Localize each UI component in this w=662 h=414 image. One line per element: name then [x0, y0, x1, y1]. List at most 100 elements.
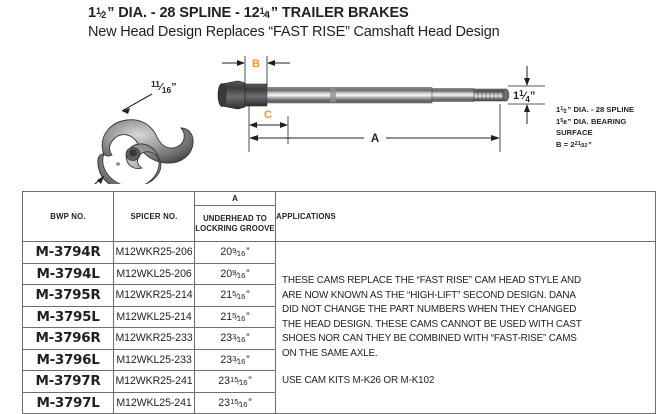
cell-spicer-no: M12WKL25-214 — [113, 305, 195, 328]
title-line-2: New Head Design Replaces “FAST RISE” Cam… — [88, 24, 500, 40]
callout-lower-arrow — [94, 175, 105, 184]
dim-whole: 23 — [218, 375, 230, 388]
apps-para1-line6: ON THE SAME AXLE. — [282, 347, 378, 359]
spec-note-surface: SURFACE — [556, 128, 593, 138]
callout-leader-line — [121, 93, 153, 112]
cell-dimension-a: 215⁄16” — [194, 305, 276, 328]
dim-right-arrowhead-bottom — [524, 104, 530, 112]
cam-surface-mark — [116, 162, 120, 166]
title-line-1: 11⁄2” DIA. - 28 SPLINE - 121⁄4” TRAILER … — [88, 4, 608, 23]
cell-dimension-a: 215⁄16” — [194, 284, 276, 307]
applications-text: THESE CAMS REPLACE THE “FAST RISE” CAM H… — [276, 266, 655, 389]
spline-teeth — [477, 89, 503, 101]
table-row[interactable]: M-3794R M12WKR25-206 209⁄16” THESE CAMS … — [22, 241, 656, 414]
fraction-denominator: 32 — [581, 143, 588, 150]
cell-bwp-no: M-3794R — [22, 241, 114, 264]
table-row[interactable]: M-3797R M12WKR25-241 2315⁄16” — [22, 370, 656, 393]
fraction-numerator: 1 — [259, 5, 265, 16]
cell-spicer-no: M12WKL25-206 — [113, 262, 195, 285]
fraction-numerator: 9 — [232, 246, 237, 256]
fraction-numerator: 9 — [232, 267, 237, 277]
camshaft-spline-end-face — [502, 88, 510, 102]
dim-c-arrowhead-right — [280, 122, 288, 128]
dim-right-arrowhead-top — [524, 78, 530, 86]
fraction-denominator: 16 — [236, 249, 246, 258]
fraction-numerator: 5 — [232, 310, 237, 320]
dim-suffix: ” — [246, 332, 250, 345]
fraction-denominator: 16 — [236, 313, 246, 323]
cell-spicer-no: M12WKL25-241 — [113, 391, 195, 414]
apps-para1-line4: THE HEAD DESIGN. THESE CAMS CANNOT BE US… — [282, 318, 582, 330]
fraction-denominator: 16 — [239, 378, 248, 387]
cam-bore-inner — [129, 149, 137, 157]
dim-a-arrowhead-right — [491, 135, 500, 141]
header-bwp-no: BWP NO. — [22, 191, 114, 242]
cell-bwp-no: M-3794L — [22, 262, 114, 285]
title-fraction-quarter: 1⁄4 — [260, 6, 271, 20]
cell-dimension-a: 233⁄16” — [194, 348, 276, 371]
dim-b-arrowhead-left — [237, 60, 245, 66]
spec-b-suffix: ” — [587, 139, 592, 149]
cell-applications: THESE CAMS REPLACE THE “FAST RISE” CAM H… — [275, 241, 656, 414]
spec-notes-block: 11⁄2” DIA. - 28 SPLINE 15⁄8” DIA. BEARIN… — [556, 104, 662, 150]
cell-bwp-no: M-3797L — [22, 391, 114, 414]
dim-fraction: 3⁄16 — [232, 333, 246, 344]
header-a-description: UNDERHEAD TO LOCKRING GROOVE — [195, 206, 275, 242]
camshaft-journal-step — [330, 88, 336, 102]
spec-spline-text: ” DIA. - 28 SPLINE — [567, 105, 635, 114]
fraction-bar: ⁄ — [264, 8, 267, 19]
dim-suffix: ” — [246, 246, 250, 259]
dim-suffix: ” — [246, 310, 250, 323]
fraction-numerator: 1 — [95, 5, 101, 16]
dim-b-label: B — [252, 58, 260, 70]
camshaft-diagram-svg: 11⁄16” — [94, 56, 545, 184]
header-a-desc-line1: UNDERHEAD TO — [203, 213, 267, 223]
fraction-denominator: 2 — [563, 108, 567, 115]
camshaft-assembly — [217, 80, 510, 110]
spec-bearing-text: ” DIA. BEARING — [567, 116, 627, 126]
title-line1-post: ” TRAILER BRAKES — [270, 5, 409, 21]
fraction-bar: ⁄ — [563, 119, 565, 126]
fraction-denominator: 16 — [236, 292, 246, 301]
dim-whole: 20 — [220, 246, 233, 259]
dim-whole: 23 — [218, 396, 230, 409]
dimension-right-diameter: 11⁄4” — [508, 66, 545, 124]
spec-spline-fraction: 1⁄2 — [560, 107, 567, 115]
fraction-bar: ⁄ — [236, 291, 238, 301]
spec-b-fraction: 21⁄32 — [575, 142, 588, 150]
dimension-a: A — [248, 104, 501, 152]
fraction-bar: ⁄ — [100, 8, 103, 19]
spec-b-prefix: B = 2 — [556, 139, 575, 149]
header-a-desc-line2: LOCKRING GROOVE — [195, 223, 275, 233]
dim-c-label: C — [264, 109, 272, 121]
dim-suffix: ” — [248, 375, 252, 388]
apps-para1-line2: ARE NOW KNOWN AS THE “HIGH-LIFT” SECOND … — [282, 289, 576, 301]
cam-lobe-lower — [97, 143, 162, 184]
parts-table-container: BWP NO. SPICER NO. A UNDERHEAD TO LOCKRI… — [22, 191, 656, 414]
table-row[interactable]: M-3797L M12WKL25-241 2315⁄16” — [22, 391, 656, 414]
cell-spicer-no: M12WKR25-214 — [113, 284, 195, 307]
cell-spicer-no: M12WKL25-233 — [113, 348, 195, 371]
cell-spicer-no: M12WKR25-206 — [113, 241, 195, 264]
fraction-bar: ⁄ — [236, 334, 238, 344]
spec-note-spline: 11⁄2” DIA. - 28 SPLINE — [556, 104, 662, 116]
dim-fraction: 15⁄16 — [230, 397, 248, 408]
cell-dimension-a: 209⁄16” — [194, 241, 276, 264]
fraction-denominator: 8 — [563, 120, 567, 127]
header-a-label: A — [195, 192, 275, 206]
page-title: 11⁄2” DIA. - 28 SPLINE - 121⁄4” TRAILER … — [88, 4, 608, 42]
fraction-denominator: 4 — [264, 9, 270, 20]
table-row[interactable]: M-3795R M12WKR25-214 215⁄16” — [22, 284, 656, 307]
camshaft-hub — [244, 83, 268, 107]
fraction-numerator: 3 — [232, 353, 237, 363]
parts-table: BWP NO. SPICER NO. A UNDERHEAD TO LOCKRI… — [22, 191, 656, 414]
technical-drawing: 11⁄16” — [0, 44, 662, 184]
dimension-c: C — [248, 106, 289, 144]
spec-spline-whole: 1 — [556, 105, 561, 114]
dim-whole: 21 — [220, 289, 233, 302]
table-row[interactable]: M-3794L M12WKL25-206 209⁄16” — [22, 262, 656, 285]
camshaft-bearing-surface — [266, 87, 433, 104]
cell-bwp-no: M-3797R — [22, 370, 114, 393]
camshaft-midsection — [431, 88, 475, 102]
dim-whole: 20 — [220, 267, 233, 280]
